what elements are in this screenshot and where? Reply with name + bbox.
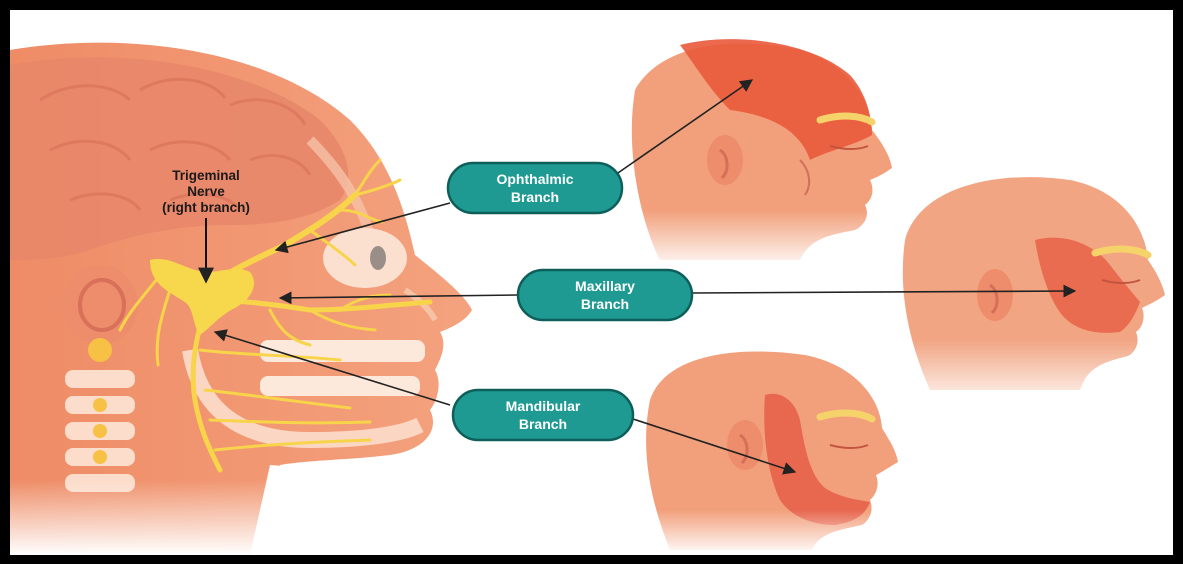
mandibular-label-line1: Mandibular <box>506 398 581 414</box>
ophthalmic-label-line1: Ophthalmic <box>496 171 573 187</box>
nerve-label-line1: Trigeminal <box>172 168 240 183</box>
mandibular-branch-label: Mandibular Branch <box>453 390 633 440</box>
main-head-illustration <box>10 43 480 555</box>
trigeminal-diagram: Trigeminal Nerve (right branch) <box>10 10 1173 555</box>
diagram-canvas: Trigeminal Nerve (right branch) <box>10 10 1173 555</box>
nerve-label-line3: (right branch) <box>162 200 250 215</box>
ophthalmic-branch-label: Ophthalmic Branch <box>448 163 622 213</box>
maxillary-label-line2: Branch <box>581 296 629 312</box>
ophthalmic-head <box>630 39 900 270</box>
mandibular-head <box>640 351 910 555</box>
ophthalmic-label-line2: Branch <box>511 189 559 205</box>
maxillary-label-line1: Maxillary <box>575 278 635 294</box>
maxillary-head <box>900 177 1170 410</box>
maxillary-branch-label: Maxillary Branch <box>518 270 692 320</box>
nerve-label-line2: Nerve <box>187 184 225 199</box>
mandibular-label-line2: Branch <box>519 416 567 432</box>
